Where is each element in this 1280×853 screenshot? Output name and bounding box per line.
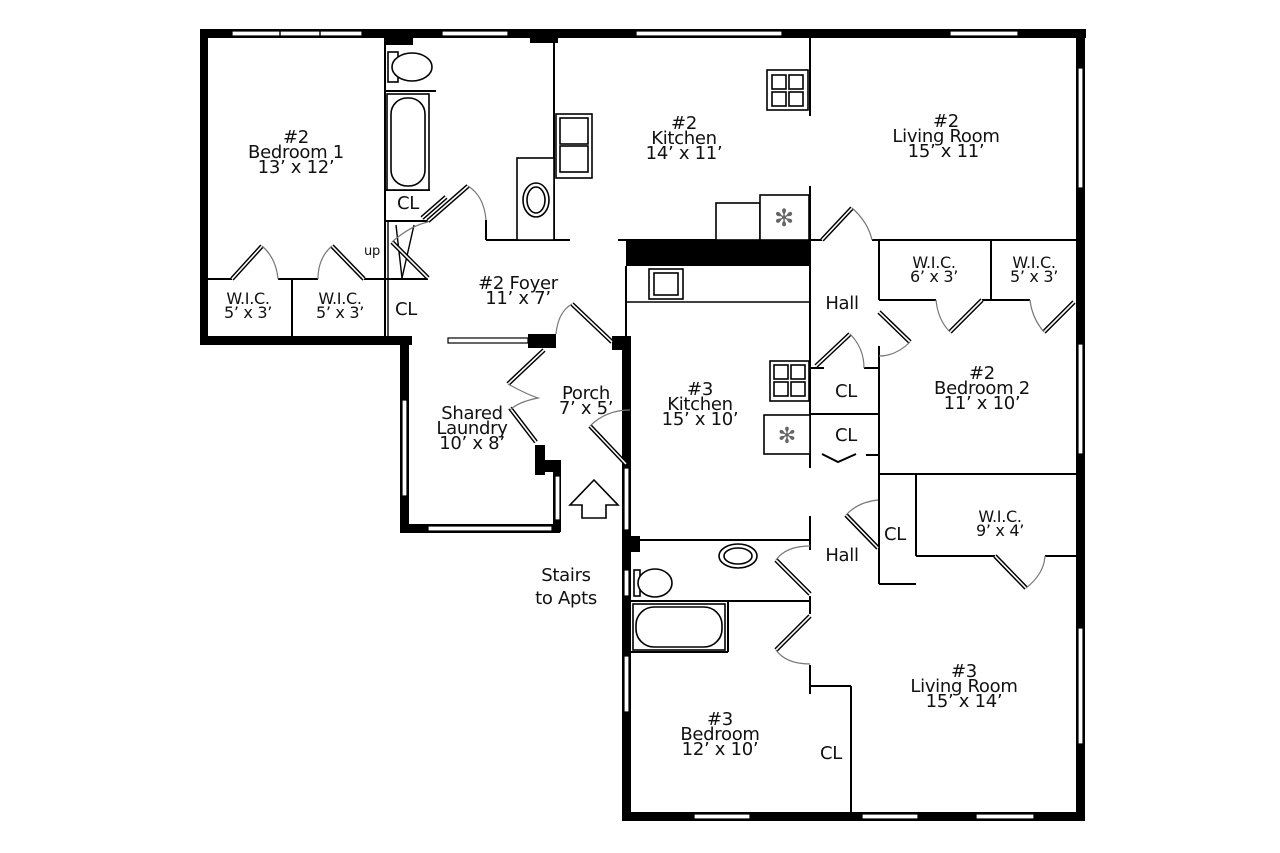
room-name: Kitchen	[651, 128, 717, 149]
room-size: 15’ x 10’	[661, 409, 739, 430]
closet-label: CL	[395, 299, 417, 320]
room-name: Living Room	[892, 126, 1000, 147]
fixtures: ✻ ✻	[386, 51, 811, 651]
room-size: 11’ x 7’	[485, 288, 551, 309]
room-size: 5’ x 3’	[315, 303, 365, 322]
room-label-wic-b: W.I.C. 5’ x 3’	[315, 289, 365, 322]
stairs-label: Stairs to Apts	[535, 564, 597, 610]
unit-number: #3	[687, 379, 713, 400]
room-name: #2 Foyer	[478, 273, 558, 294]
room-size: 13’ x 12’	[257, 157, 335, 178]
room-label-foyer-2: #2 Foyer 11’ x 7’	[478, 273, 558, 309]
room-name: Kitchen	[667, 394, 733, 415]
closet-label: CL	[397, 193, 419, 214]
stairs-line-2: to Apts	[535, 588, 597, 609]
room-size: 14’ x 11’	[645, 143, 723, 164]
doors	[230, 184, 1076, 665]
room-size: 10’ x 8’	[439, 433, 505, 454]
room-name: Bedroom	[680, 724, 760, 745]
svg-text:✻: ✻	[774, 204, 794, 232]
room-label-bedroom-2: #2 Bedroom 2 11’ x 10’	[934, 363, 1030, 414]
room-size: 9’ x 4’	[975, 521, 1025, 540]
room-name: Shared	[441, 403, 503, 424]
room-label-bedroom-3: #3 Bedroom 12’ x 10’	[680, 709, 760, 760]
stairs-line-1: Stairs	[541, 565, 591, 586]
stair-up-label: up	[364, 244, 380, 259]
closet-label: CL	[884, 524, 906, 545]
windows	[231, 30, 1084, 820]
room-label-kitchen-2: #2 Kitchen 14’ x 11’	[645, 113, 723, 164]
room-name: Living Room	[910, 676, 1018, 697]
room-size: 5’ x 3’	[223, 303, 273, 322]
room-name: W.I.C.	[226, 289, 270, 308]
room-size: 15’ x 11’	[907, 141, 985, 162]
closet-label: CL	[835, 381, 857, 402]
svg-text:✻: ✻	[778, 424, 796, 449]
room-name: W.I.C.	[318, 289, 362, 308]
closet-label: CL	[820, 743, 842, 764]
room-label-bedroom-1: #2 Bedroom 1 13’ x 12’	[248, 127, 344, 178]
room-size: 6’ x 3’	[909, 267, 959, 286]
unit-number: #3	[951, 661, 977, 682]
hall-label: Hall	[825, 545, 859, 566]
room-size: 15’ x 14’	[925, 691, 1003, 712]
room-name: W.I.C.	[978, 507, 1022, 526]
room-label-porch: Porch 7’ x 5’	[558, 383, 614, 419]
room-size: 12’ x 10’	[681, 739, 759, 760]
room-label-wic-e: W.I.C. 9’ x 4’	[975, 507, 1025, 540]
unit-number: #2	[671, 113, 697, 134]
room-label-living-room-3: #3 Living Room 15’ x 14’	[910, 661, 1018, 712]
unit-number: #2	[969, 363, 995, 384]
room-label-shared-laundry: Shared Laundry 10’ x 8’	[436, 403, 508, 454]
room-name: W.I.C.	[1012, 253, 1056, 272]
room-label-kitchen-3: #3 Kitchen 15’ x 10’	[661, 379, 739, 430]
room-size: 7’ x 5’	[558, 398, 614, 419]
closet-label: CL	[835, 425, 857, 446]
room-label-living-room-2: #2 Living Room 15’ x 11’	[892, 111, 1000, 162]
room-name: Bedroom 1	[248, 142, 344, 163]
room-name: Laundry	[436, 418, 508, 439]
room-size: 11’ x 10’	[943, 393, 1021, 414]
unit-number: #3	[707, 709, 733, 730]
room-name: Bedroom 2	[934, 378, 1030, 399]
room-label-wic-a: W.I.C. 5’ x 3’	[223, 289, 273, 322]
room-label-wic-c: W.I.C. 6’ x 3’	[909, 253, 959, 286]
unit-number: #2	[283, 127, 309, 148]
hall-label: Hall	[825, 293, 859, 314]
room-label-wic-d: W.I.C. 5’ x 3’	[1009, 253, 1059, 286]
unit-number: #2	[933, 111, 959, 132]
room-name: Porch	[561, 383, 611, 404]
room-size: 5’ x 3’	[1009, 267, 1059, 286]
room-name: W.I.C.	[912, 253, 956, 272]
